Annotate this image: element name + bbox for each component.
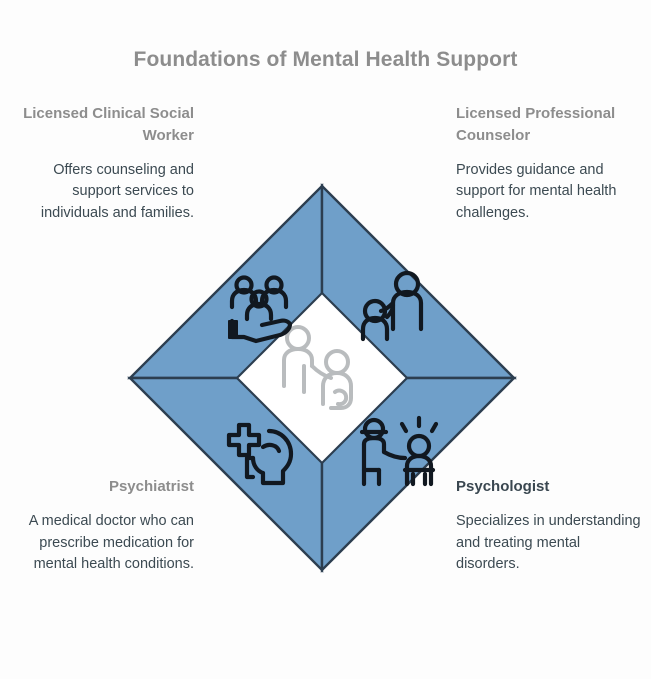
quadrant-text-top-right: Licensed Professional Counselor Provides… — [456, 103, 646, 225]
page-title: Foundations of Mental Health Support — [133, 48, 518, 71]
caregiver-support-icon — [282, 325, 353, 410]
quadrant-body-top-right: Provides guidance and support for mental… — [456, 161, 617, 222]
head-medical-cross-icon — [226, 422, 294, 486]
quadrant-body-bottom-left: A medical doctor who can prescribe medic… — [28, 512, 194, 573]
quadrant-heading-bottom-left: Psychiatrist — [108, 478, 194, 495]
diamond-diagram — [125, 178, 521, 578]
quadrant-text-top-left: Licensed Clinical Social Worker Offers c… — [4, 103, 194, 225]
quadrant-text-bottom-left: Psychiatrist A medical doctor who can pr… — [4, 476, 194, 576]
therapy-session-icon — [359, 415, 439, 487]
quadrant-text-bottom-right: Psychologist Specializes in understandin… — [456, 476, 646, 576]
quadrant-heading-top-left: Licensed Clinical Social Worker — [23, 105, 194, 144]
two-people-support-icon — [360, 270, 424, 342]
quadrant-heading-bottom-right: Psychologist — [456, 478, 550, 495]
quadrant-body-bottom-right: Specializes in understanding and treatin… — [456, 512, 641, 573]
quadrant-heading-top-right: Licensed Professional Counselor — [456, 105, 616, 144]
quadrant-bottom-right — [320, 376, 517, 573]
quadrant-body-top-left: Offers counseling and support services t… — [40, 161, 194, 222]
hand-holding-family-icon — [228, 275, 293, 344]
